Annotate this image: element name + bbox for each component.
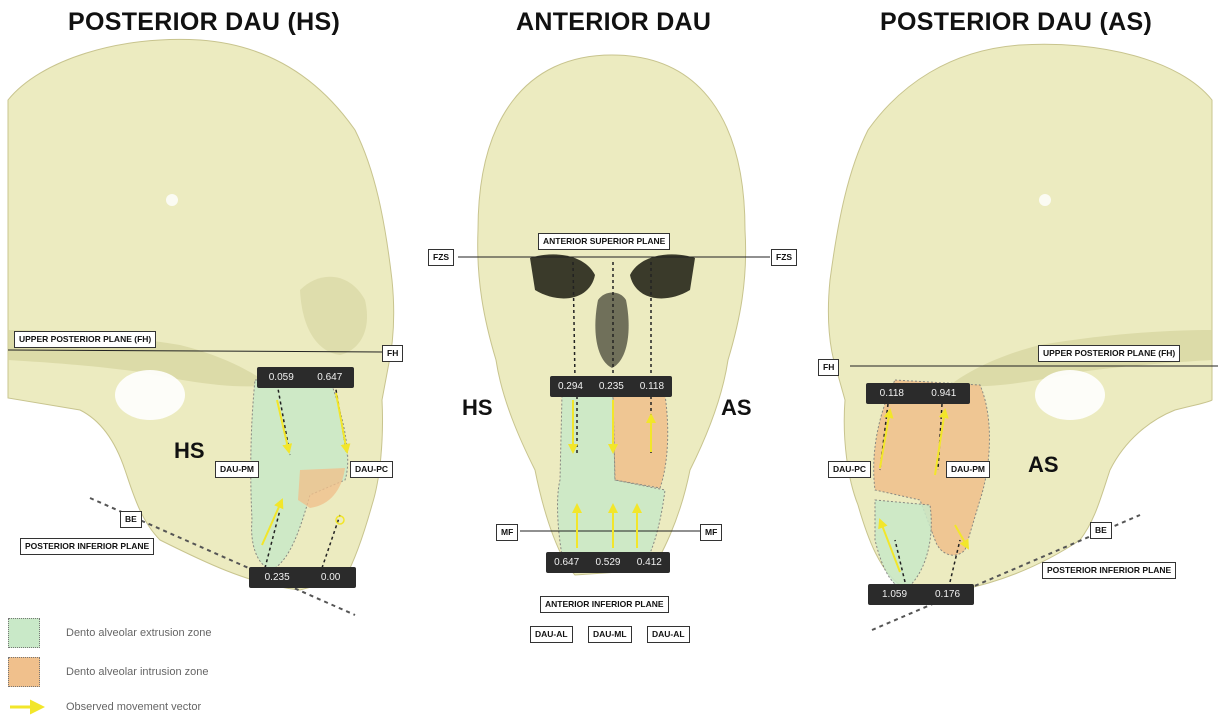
center-as-label: AS [721, 395, 752, 421]
center-top-values: 0.294 0.235 0.118 [550, 376, 672, 397]
left-dau-pc-label: DAU-PC [350, 461, 393, 478]
center-superior-plane-label: ANTERIOR SUPERIOR PLANE [538, 233, 670, 250]
right-bottom-values: 1.059 0.176 [868, 584, 974, 605]
center-dau-ml-label: DAU-ML [588, 626, 632, 643]
right-side-label: AS [1028, 452, 1059, 478]
left-skull [8, 39, 394, 615]
right-bottom-value: 0.176 [931, 589, 964, 600]
left-top-value: 0.059 [265, 372, 298, 383]
left-top-values: 0.059 0.647 [257, 367, 354, 388]
right-fh-label: FH [818, 359, 839, 376]
center-fzs-left-label: FZS [428, 249, 454, 266]
center-mf-right-label: MF [700, 524, 722, 541]
legend-intrusion-label: Dento alveolar intrusion zone [66, 666, 208, 678]
center-mf-left-label: MF [496, 524, 518, 541]
left-top-value: 0.647 [313, 372, 346, 383]
center-top-value: 0.235 [595, 381, 628, 392]
right-dau-pc-label: DAU-PC [828, 461, 871, 478]
center-top-value: 0.294 [554, 381, 587, 392]
center-dau-al-right-label: DAU-AL [647, 626, 690, 643]
legend-intrusion: Dento alveolar intrusion zone [8, 657, 208, 687]
extrusion-swatch [8, 618, 40, 648]
center-fzs-right-label: FZS [771, 249, 797, 266]
legend-extrusion: Dento alveolar extrusion zone [8, 618, 212, 648]
center-dau-al-left-label: DAU-AL [530, 626, 573, 643]
center-bottom-values: 0.647 0.529 0.412 [546, 552, 670, 573]
left-dau-pm-label: DAU-PM [215, 461, 259, 478]
right-inferior-plane-label: POSTERIOR INFERIOR PLANE [1042, 562, 1176, 579]
legend-vector-label: Observed movement vector [66, 701, 201, 713]
center-bottom-value: 0.529 [591, 557, 624, 568]
left-bottom-value: 0.235 [261, 572, 294, 583]
center-hs-label: HS [462, 395, 493, 421]
right-top-value: 0.941 [927, 388, 960, 399]
right-be-label: BE [1090, 522, 1112, 539]
center-inferior-plane-label: ANTERIOR INFERIOR PLANE [540, 596, 669, 613]
left-side-label: HS [174, 438, 205, 464]
right-dau-pm-label: DAU-PM [946, 461, 990, 478]
center-bottom-value: 0.412 [633, 557, 666, 568]
legend-extrusion-label: Dento alveolar extrusion zone [66, 627, 212, 639]
legend-vector: Observed movement vector [8, 699, 201, 715]
left-inferior-plane-label: POSTERIOR INFERIOR PLANE [20, 538, 154, 555]
right-bottom-value: 1.059 [878, 589, 911, 600]
vector-swatch-spacer [8, 699, 40, 715]
right-upper-plane-label: UPPER POSTERIOR PLANE (FH) [1038, 345, 1180, 362]
left-be-label: BE [120, 511, 142, 528]
left-bottom-values: 0.235 0.00 [249, 567, 356, 588]
right-top-values: 0.118 0.941 [866, 383, 970, 404]
right-skull [828, 44, 1218, 630]
right-top-value: 0.118 [876, 388, 908, 399]
intrusion-swatch [8, 657, 40, 687]
left-bottom-value: 0.00 [317, 572, 344, 583]
left-fh-label: FH [382, 345, 403, 362]
center-skull [458, 55, 770, 575]
center-bottom-value: 0.647 [550, 557, 583, 568]
left-upper-plane-label: UPPER POSTERIOR PLANE (FH) [14, 331, 156, 348]
center-top-value: 0.118 [636, 381, 668, 392]
